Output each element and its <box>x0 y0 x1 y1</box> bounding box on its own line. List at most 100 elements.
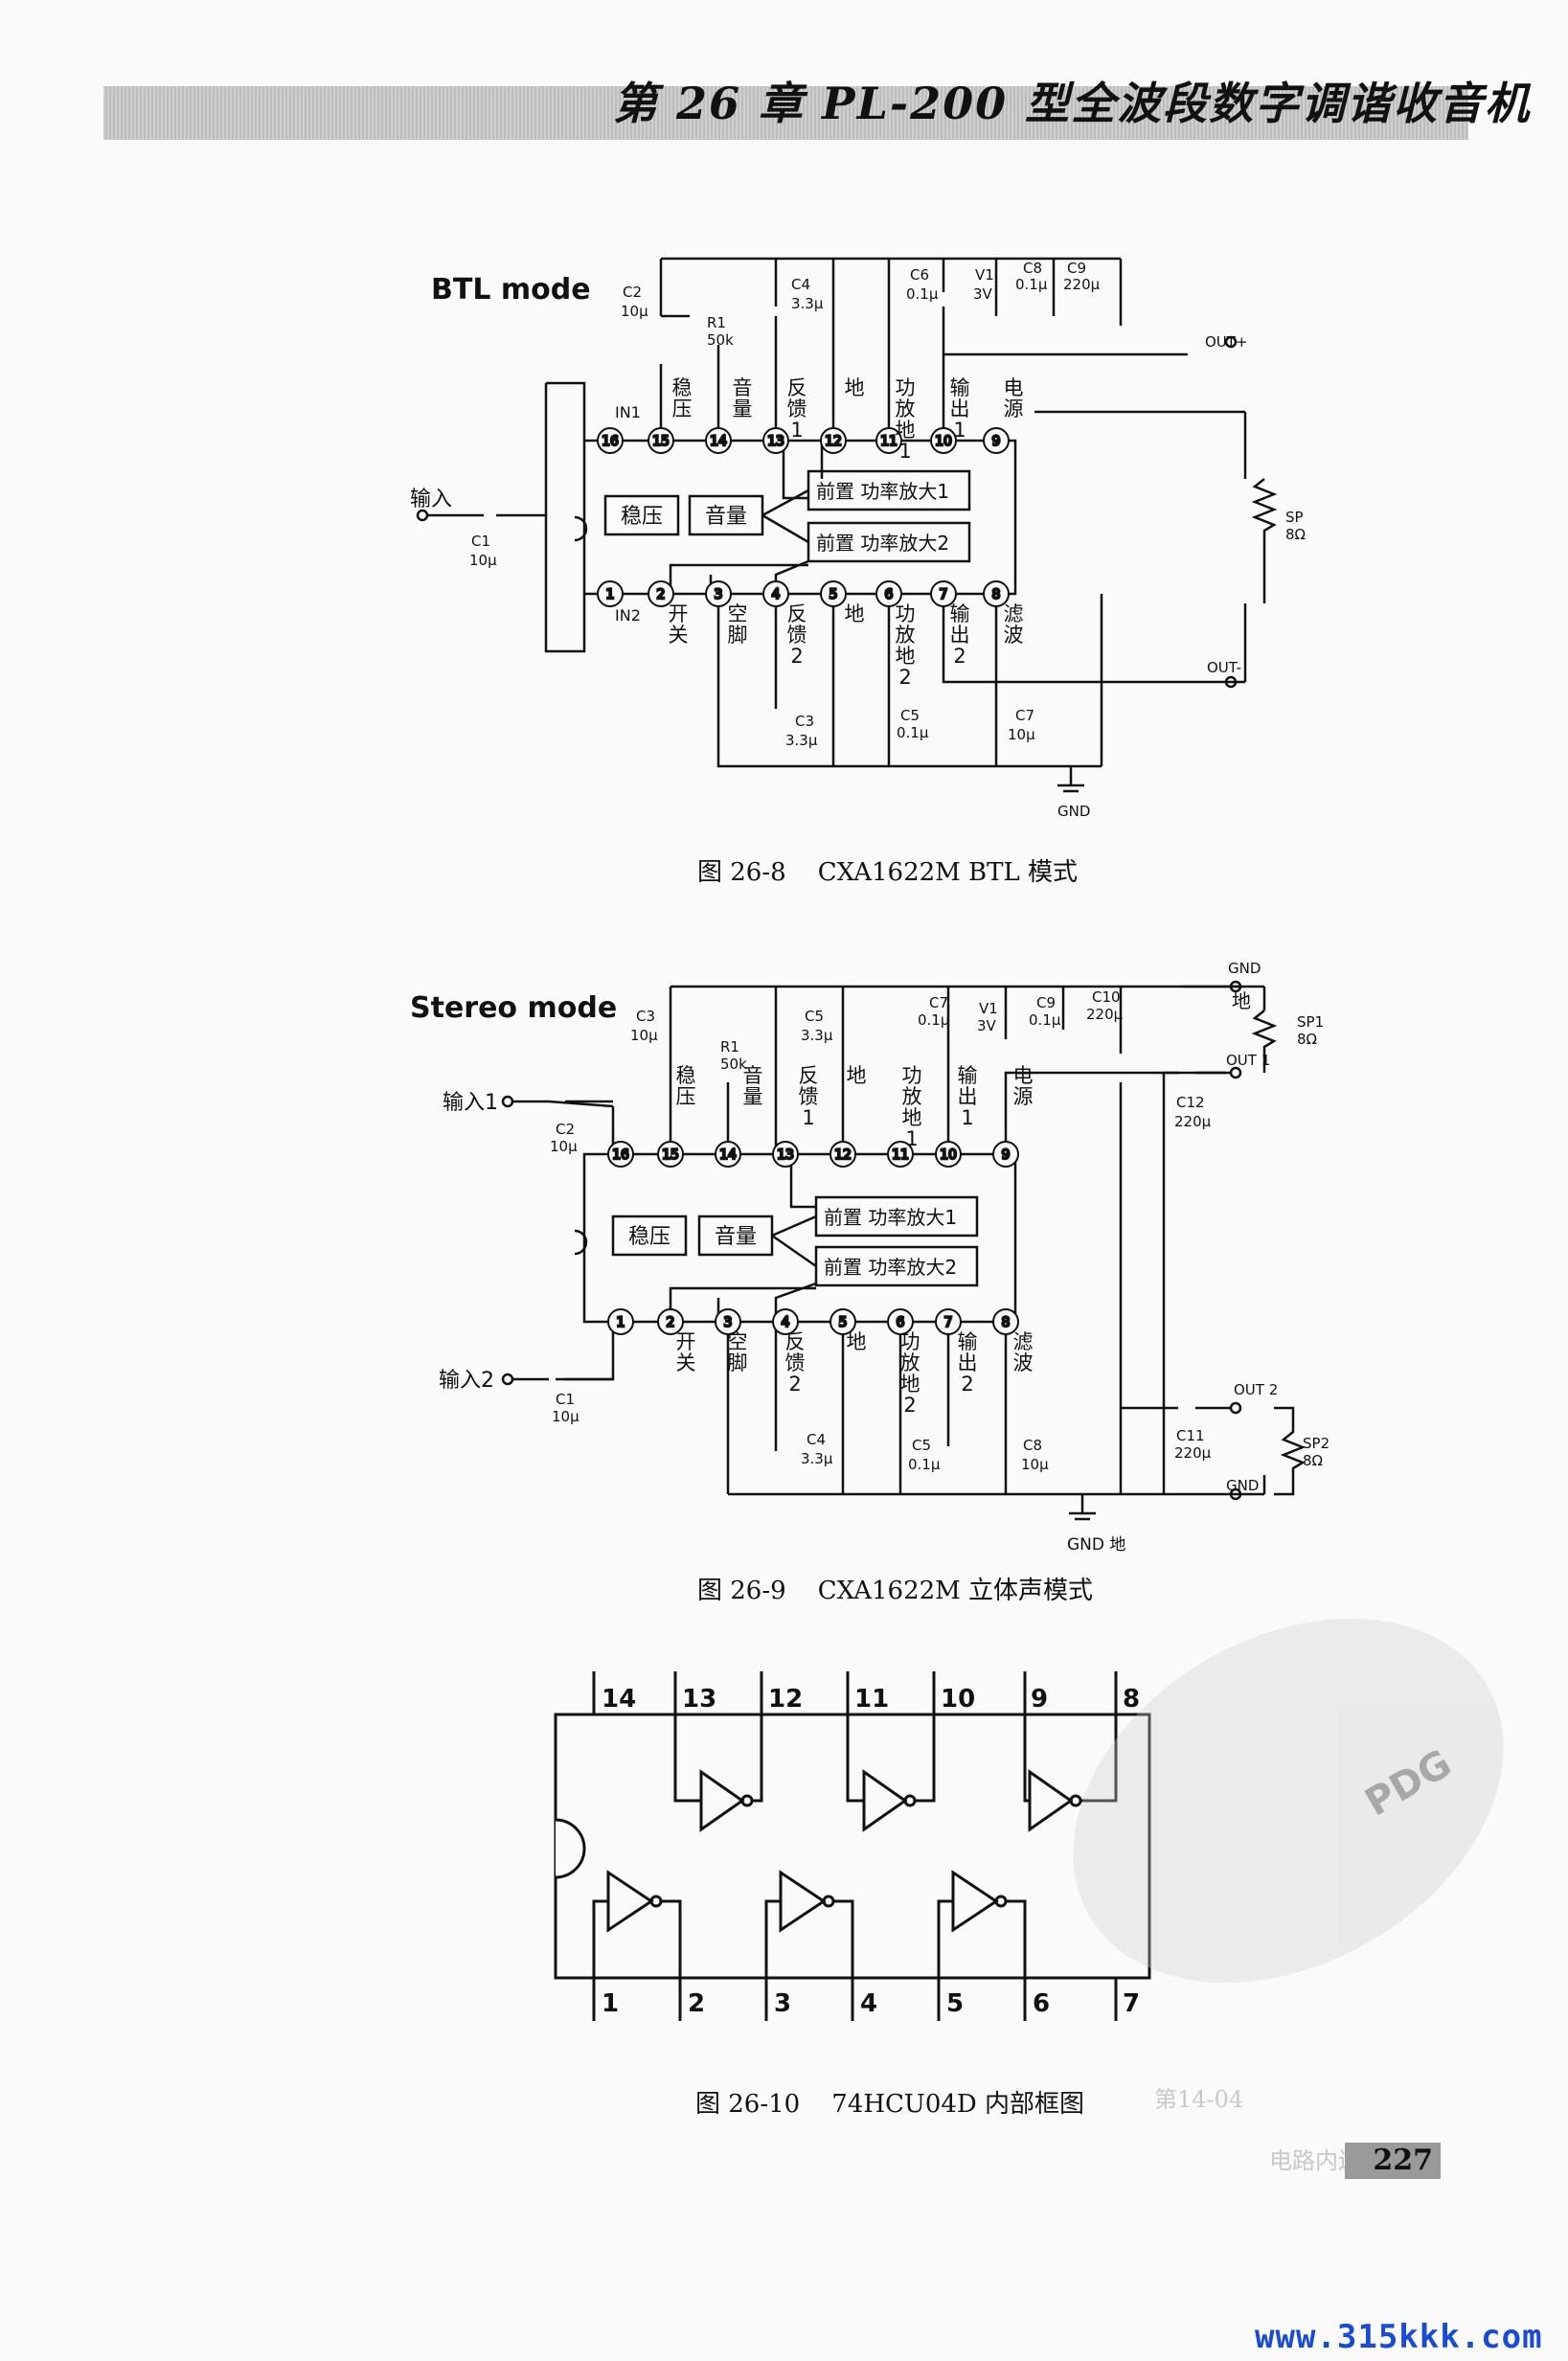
fig9-bottom-pin-6-number: 6 <box>897 1315 905 1330</box>
fig9-bottom-pin-name-0: 开关 <box>676 1330 696 1374</box>
fig8-bottom-pin-7 <box>930 580 957 607</box>
fig9-bottom-pin-name-1: 空脚 <box>728 1330 748 1374</box>
fig8-btl-schematic <box>416 257 1278 793</box>
fig9-c10-label: C10 <box>1092 988 1121 1006</box>
fig10-ic-notch <box>555 1818 586 1879</box>
fig8-bottom-pin-4 <box>762 580 789 607</box>
page-number: 227 <box>1345 2143 1441 2179</box>
fig9-c11-value: 220μ <box>1174 1444 1212 1462</box>
fig9-top-pin-11-number: 11 <box>892 1147 909 1163</box>
fig10-top-pin-13: 13 <box>682 1685 716 1714</box>
fig8-top-pin-13-number: 13 <box>767 434 784 449</box>
fig8-volume-block: 音量 <box>705 505 747 529</box>
fig9-top-pin-13 <box>772 1141 799 1168</box>
fig8-v1-value: 3V <box>973 285 993 303</box>
fig10-top-pin-8: 8 <box>1123 1685 1140 1714</box>
fig9-bottom-pin-3-number: 3 <box>724 1315 733 1330</box>
fig8-r1-value: 50k <box>707 331 734 349</box>
fig9-top-pin-10 <box>935 1141 962 1168</box>
fig9-r1-value: 50k <box>720 1056 747 1073</box>
fig9-bottom-pin-2-number: 2 <box>667 1315 675 1330</box>
fig9-gnd-bottom: GND 地 <box>1067 1535 1125 1555</box>
fig9-c11-label: C11 <box>1176 1427 1205 1444</box>
fig9-r1-label: R1 <box>720 1038 739 1056</box>
fig9-bottom-pin-7 <box>935 1308 962 1335</box>
fig8-top-pin-13 <box>762 427 789 454</box>
fig8-top-pin-name-1: 音量 <box>733 376 753 420</box>
fig9-top-pin-12 <box>829 1141 856 1168</box>
fig9-input1-label: 输入1 <box>443 1091 498 1115</box>
fig8-c3-value: 3.3μ <box>785 732 818 749</box>
fig9-bottom-pin-4 <box>772 1308 799 1335</box>
fig8-c2-label: C2 <box>623 284 642 301</box>
fig8-c7-label: C7 <box>1015 707 1034 724</box>
fig10-top-pin-10: 10 <box>941 1685 975 1714</box>
fig8-out-minus: OUT- <box>1207 659 1241 676</box>
fig8-c8-value: 0.1μ <box>1015 276 1048 293</box>
fig8-top-pin-12-number: 12 <box>825 434 842 449</box>
fig9-gnd-right: GND <box>1226 1477 1259 1494</box>
fig9-c7-label: C7 <box>929 994 948 1011</box>
fig8-caption: 图 26-8 CXA1622M BTL 模式 <box>697 858 1079 887</box>
fig8-top-pin-14 <box>705 427 732 454</box>
fig9-sp2-value: 8Ω <box>1303 1452 1323 1469</box>
fig8-sp-label: SP <box>1285 509 1304 526</box>
fig8-c6-label: C6 <box>910 266 929 284</box>
fig10-bottom-pin-3: 3 <box>774 1989 791 2018</box>
fig10-top-pin-14: 14 <box>602 1685 636 1714</box>
fig9-c2-value: 10μ <box>550 1138 578 1155</box>
fig8-top-pin-16 <box>597 427 624 454</box>
fig9-top-pin-name-0: 稳压 <box>676 1064 696 1108</box>
fig9-top-pin-14-number: 14 <box>719 1147 737 1163</box>
fig8-bottom-pin-name-6: 滤波 <box>1004 602 1024 647</box>
fig9-c9-label: C9 <box>1036 994 1056 1011</box>
fig8-mode-label: BTL mode <box>431 273 591 306</box>
fig8-top-pin-11-number: 11 <box>880 434 898 449</box>
fig9-v1-label: V1 <box>979 1000 998 1017</box>
fig9-c1-value: 10μ <box>552 1408 579 1425</box>
fig8-v1-label: V1 <box>975 266 994 284</box>
fig9-top-pin-15-number: 15 <box>662 1147 679 1163</box>
fig10-top-pin-9: 9 <box>1031 1685 1048 1714</box>
fig8-c1-value: 10μ <box>469 552 497 569</box>
fig9-bottom-pin-8 <box>992 1308 1019 1335</box>
fig8-bottom-pin-2 <box>648 580 674 607</box>
fig8-amp2-block: 前置 功率放大2 <box>816 532 949 555</box>
fig8-ic-body <box>582 439 1017 596</box>
fig9-input2-label: 输入2 <box>439 1369 494 1393</box>
fig8-bottom-pin-1 <box>597 580 624 607</box>
fig9-top-pin-name-6: 电源 <box>1013 1064 1034 1108</box>
fig8-amp1-block: 前置 功率放大1 <box>816 480 949 503</box>
fig9-c5-label: C5 <box>805 1008 824 1025</box>
fig10-bottom-pin-2: 2 <box>688 1989 705 2018</box>
fig9-c12-label: C12 <box>1176 1094 1205 1111</box>
fig9-c5b-value: 0.1μ <box>908 1456 941 1473</box>
fig9-bottom-pin-1-number: 1 <box>617 1315 625 1330</box>
fig9-bottom-pin-5-number: 5 <box>839 1315 848 1330</box>
fig9-c10-value: 220μ <box>1086 1006 1124 1023</box>
fig8-c9-value: 220μ <box>1063 276 1101 293</box>
fig8-c1-label: C1 <box>471 533 490 550</box>
fig9-bottom-pin-4-number: 4 <box>782 1315 790 1330</box>
fig8-bottom-pin-3 <box>705 580 732 607</box>
fig9-bottom-pin-3 <box>715 1308 741 1335</box>
fig9-top-pin-12-number: 12 <box>834 1147 852 1163</box>
fig8-top-pin-name-6: 电源 <box>1004 376 1024 420</box>
fig9-c8-value: 10μ <box>1021 1456 1049 1473</box>
fig8-bottom-pin-2-number: 2 <box>657 587 666 602</box>
fig9-top-pin-9-number: 9 <box>1002 1147 1011 1163</box>
fig8-regulator-block: 稳压 <box>621 505 663 529</box>
fig9-top-pin-16-number: 16 <box>612 1147 629 1163</box>
fig8-top-pin-15-number: 15 <box>652 434 670 449</box>
fig8-top-pin-10-number: 10 <box>935 434 952 449</box>
fig8-in1-label: IN1 <box>615 403 641 421</box>
